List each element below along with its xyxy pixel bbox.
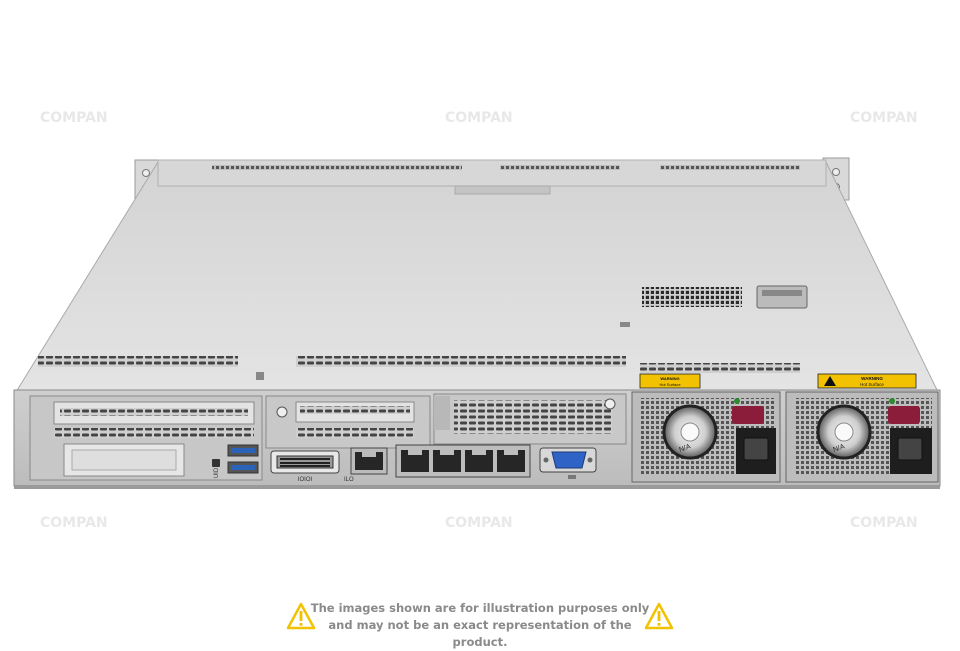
serial-port-label: IOIOI — [298, 477, 313, 483]
watermark-text: COMPAN — [445, 110, 513, 126]
disclaimer-text: The images shown are for illustration pu… — [300, 600, 660, 651]
top-vent — [296, 356, 626, 367]
psu-label: N/A — [678, 443, 692, 454]
disclaimer-banner: The images shown are for illustration pu… — [0, 598, 960, 649]
svg-text:WARNING: WARNING — [861, 376, 883, 381]
embedded-nic — [395, 444, 531, 478]
watermark-text: COMPAN — [40, 110, 108, 126]
top-vent — [38, 356, 238, 367]
disclaimer-line-2: and may not be an exact representation o… — [328, 618, 632, 649]
network-port[interactable] — [465, 450, 493, 472]
network-port[interactable] — [497, 450, 525, 472]
uid-label: UID — [214, 467, 220, 478]
psu-handle[interactable] — [732, 406, 764, 424]
warning-triangle-icon — [644, 602, 674, 630]
psu-label: N/A — [832, 443, 846, 454]
svg-text:Hot Surface: Hot Surface — [659, 382, 681, 387]
power-supply-1[interactable]: N/A — [631, 391, 781, 483]
network-port[interactable] — [433, 450, 461, 472]
watermark-text: COMPAN — [850, 110, 918, 126]
watermark-text: COMPAN — [445, 515, 513, 531]
power-inlet[interactable] — [743, 437, 769, 461]
top-vent — [642, 287, 742, 307]
disclaimer-line-1: The images shown are for illustration pu… — [310, 601, 650, 615]
watermark-text: COMPAN — [850, 515, 918, 531]
top-vent — [640, 363, 800, 373]
power-supply-2[interactable]: N/A — [785, 391, 939, 483]
psu-warning-label-2: WARNING Hot Surface — [817, 373, 917, 389]
warning-triangle-icon — [286, 602, 316, 630]
network-port[interactable] — [401, 450, 429, 472]
svg-text:Hot Surface: Hot Surface — [860, 382, 884, 387]
watermarks: COMPAN COMPAN COMPAN COMPAN COMPAN COMPA… — [40, 110, 918, 531]
psu-warning-label-1: WARNING Hot Surface — [639, 373, 701, 389]
uid-button[interactable] — [212, 459, 220, 467]
ilo-port-label: ILO — [344, 477, 354, 483]
psu-led — [889, 398, 895, 404]
psu-handle[interactable] — [888, 406, 920, 424]
watermark-text: COMPAN — [40, 515, 108, 531]
psu-led — [734, 398, 740, 404]
usb-ports — [227, 444, 259, 474]
power-inlet[interactable] — [897, 437, 923, 461]
svg-text:WARNING: WARNING — [660, 376, 679, 381]
